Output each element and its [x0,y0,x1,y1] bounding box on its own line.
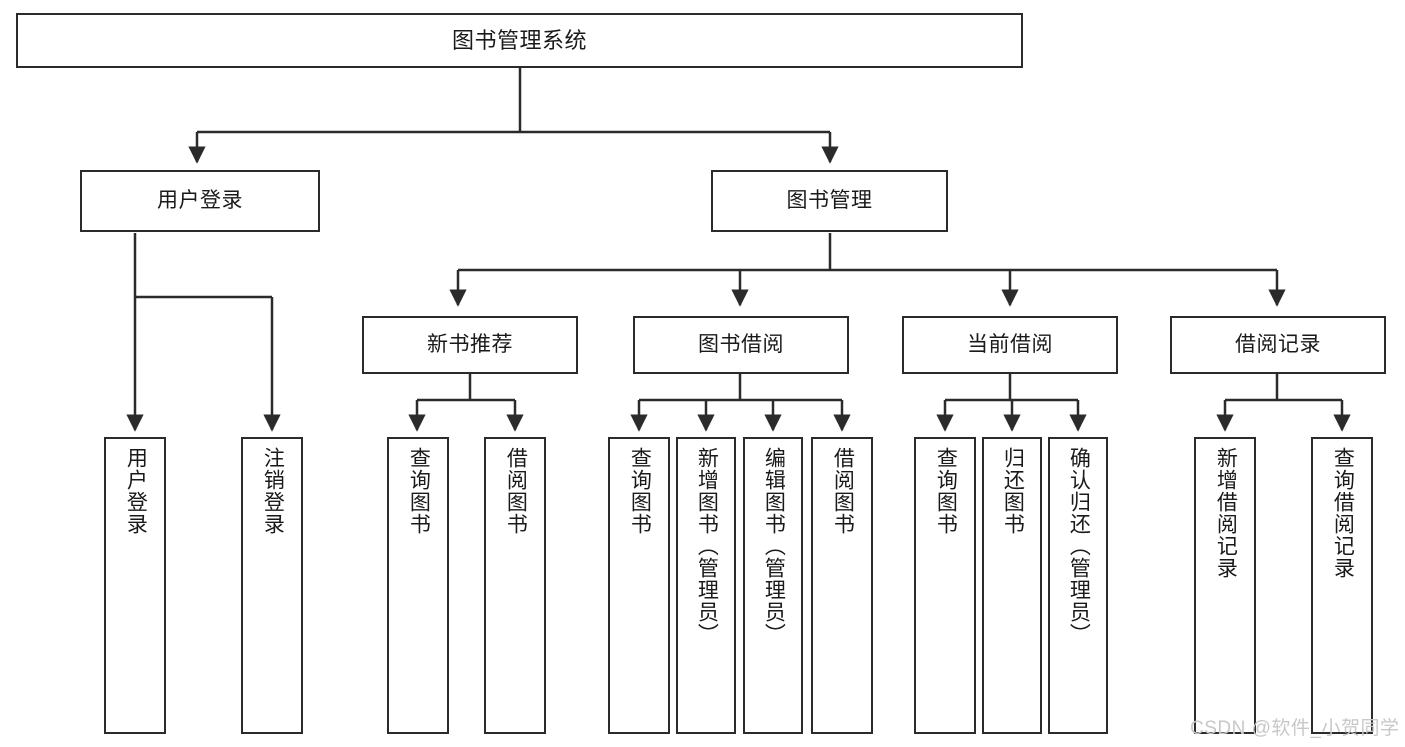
node-book-borrow[interactable]: 图书借阅 [633,316,849,374]
node-label: 图书管理 [786,188,873,212]
node-label: 借阅记录 [1235,332,1321,356]
node-label: 借阅图书 [504,447,528,535]
node-label: 查询图书 [407,447,431,535]
node-label: 新增借阅记录 [1214,447,1238,579]
node-label: 图书借阅 [698,332,784,356]
leaf-edit-book-admin[interactable]: 编辑图书（管理员） [743,437,803,734]
node-label: 当前借阅 [967,332,1053,356]
node-label: 查询借阅记录 [1331,447,1355,579]
node-label: 新增图书（管理员） [695,447,719,645]
node-label: 查询图书 [934,447,958,535]
node-current-borrow[interactable]: 当前借阅 [902,316,1118,374]
node-label: 用户登录 [157,188,243,212]
leaf-query-book-recommend[interactable]: 查询图书 [387,437,449,734]
node-label: 用户登录 [124,447,148,535]
leaf-query-book-current[interactable]: 查询图书 [914,437,976,734]
leaf-logout[interactable]: 注销登录 [241,437,303,734]
leaf-query-borrow-record[interactable]: 查询借阅记录 [1311,437,1373,734]
node-label: 注销登录 [261,447,285,535]
node-book-management[interactable]: 图书管理 [711,170,948,232]
node-label: 新书推荐 [427,332,513,356]
node-new-book-recommend[interactable]: 新书推荐 [362,316,578,374]
leaf-query-book-borrow[interactable]: 查询图书 [608,437,670,734]
watermark-text: CSDN @软件_小贺同学 [1190,718,1400,739]
leaf-return-book[interactable]: 归还图书 [982,437,1042,734]
leaf-add-book-admin[interactable]: 新增图书（管理员） [676,437,736,734]
node-label: 确认归还（管理员） [1067,447,1091,645]
node-label: 编辑图书（管理员） [762,447,786,645]
leaf-borrow-book-recommend[interactable]: 借阅图书 [484,437,546,734]
node-user-login[interactable]: 用户登录 [80,170,320,232]
leaf-confirm-return-admin[interactable]: 确认归还（管理员） [1048,437,1108,734]
leaf-add-borrow-record[interactable]: 新增借阅记录 [1194,437,1256,734]
leaf-borrow-book[interactable]: 借阅图书 [811,437,873,734]
node-borrow-record[interactable]: 借阅记录 [1170,316,1386,374]
node-root-system[interactable]: 图书管理系统 [16,13,1023,68]
node-label: 图书管理系统 [451,27,587,53]
leaf-user-login[interactable]: 用户登录 [104,437,166,734]
node-label: 查询图书 [628,447,652,535]
node-label: 归还图书 [1001,447,1025,535]
node-label: 借阅图书 [831,447,855,535]
